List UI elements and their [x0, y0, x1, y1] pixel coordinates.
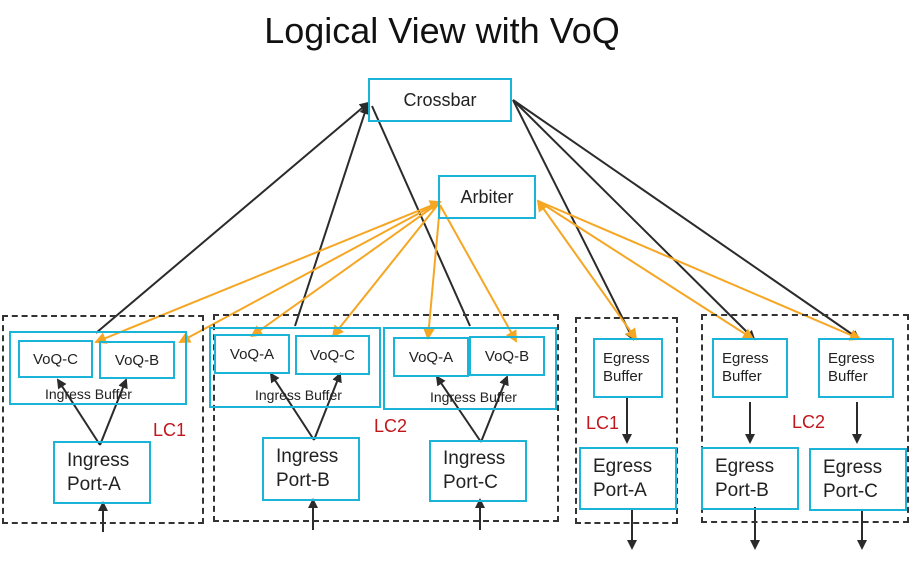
data-line-lc2b-crossbar	[294, 104, 370, 327]
ingress-lc1-label: LC1	[153, 420, 187, 440]
data-line-crossbar-egress-c	[512, 99, 861, 341]
arbiter-label: Arbiter	[460, 186, 514, 207]
ingress-buffer-lc1	[9, 331, 187, 405]
egress-buffer-c: Egress Buffer	[818, 338, 894, 398]
ingress-port-b: Ingress Port-B	[262, 437, 360, 501]
control-line-voq-lc1-b	[178, 201, 441, 343]
ingress-lc2-label: LC2	[374, 416, 408, 436]
control-line-voq-lc2b-a	[250, 201, 441, 338]
voq-lc1-b: VoQ-B	[99, 341, 175, 379]
voq-lc2c-a: VoQ-A	[393, 337, 469, 377]
diagram-title: Logical View with VoQ	[264, 10, 620, 51]
voq-lc2c-b: VoQ-B	[469, 336, 545, 376]
control-line-voq-lc1-c	[94, 200, 442, 344]
control-line-voq-lc2b-c	[331, 201, 441, 338]
voq-lc2b-a: VoQ-A	[214, 334, 290, 374]
data-line-crossbar-egress-a	[512, 99, 634, 341]
egress-lc2-container	[701, 314, 909, 523]
egress-lc1-container	[575, 317, 678, 524]
voq-lc2b-c: VoQ-C	[295, 335, 370, 375]
ingress-buffer-lc2-c	[383, 327, 557, 410]
ingress-buffer-lc2-b-label: Ingress Buffer	[255, 387, 342, 403]
control-line-voq-lc2c-b	[439, 204, 517, 343]
data-line-lc1-crossbar	[95, 101, 370, 334]
ingress-port-a: Ingress Port-A	[53, 441, 151, 504]
egress-port-a: Egress Port-A	[579, 447, 677, 510]
ingress-buffer-lc2-b	[209, 327, 381, 408]
ingress-port-c: Ingress Port-C	[429, 440, 527, 502]
crossbar-label: Crossbar	[403, 89, 477, 110]
arbiter-box: Arbiter	[438, 175, 536, 219]
control-line-egress-a	[536, 199, 638, 341]
ingress-buffer-lc2-c-label: Ingress Buffer	[430, 389, 517, 405]
ingress-lc1-container	[2, 315, 204, 524]
voq-lc1-c: VoQ-C	[18, 340, 93, 378]
ingress-lc2-container	[213, 314, 559, 522]
control-line-egress-c	[537, 200, 862, 341]
egress-lc2-label: LC2	[792, 412, 826, 432]
data-line-crossbar-egress-b	[512, 99, 756, 341]
egress-buffer-b: Egress Buffer	[712, 338, 788, 398]
egress-port-c: Egress Port-C	[809, 448, 907, 511]
egress-port-b: Egress Port-B	[701, 447, 799, 510]
egress-buffer-a: Egress Buffer	[593, 338, 663, 398]
egress-lc1-label: LC1	[586, 413, 620, 433]
ingress-buffer-lc1-label: Ingress Buffer	[45, 386, 132, 402]
control-line-egress-b	[537, 200, 755, 341]
crossbar-box: Crossbar	[368, 78, 512, 122]
